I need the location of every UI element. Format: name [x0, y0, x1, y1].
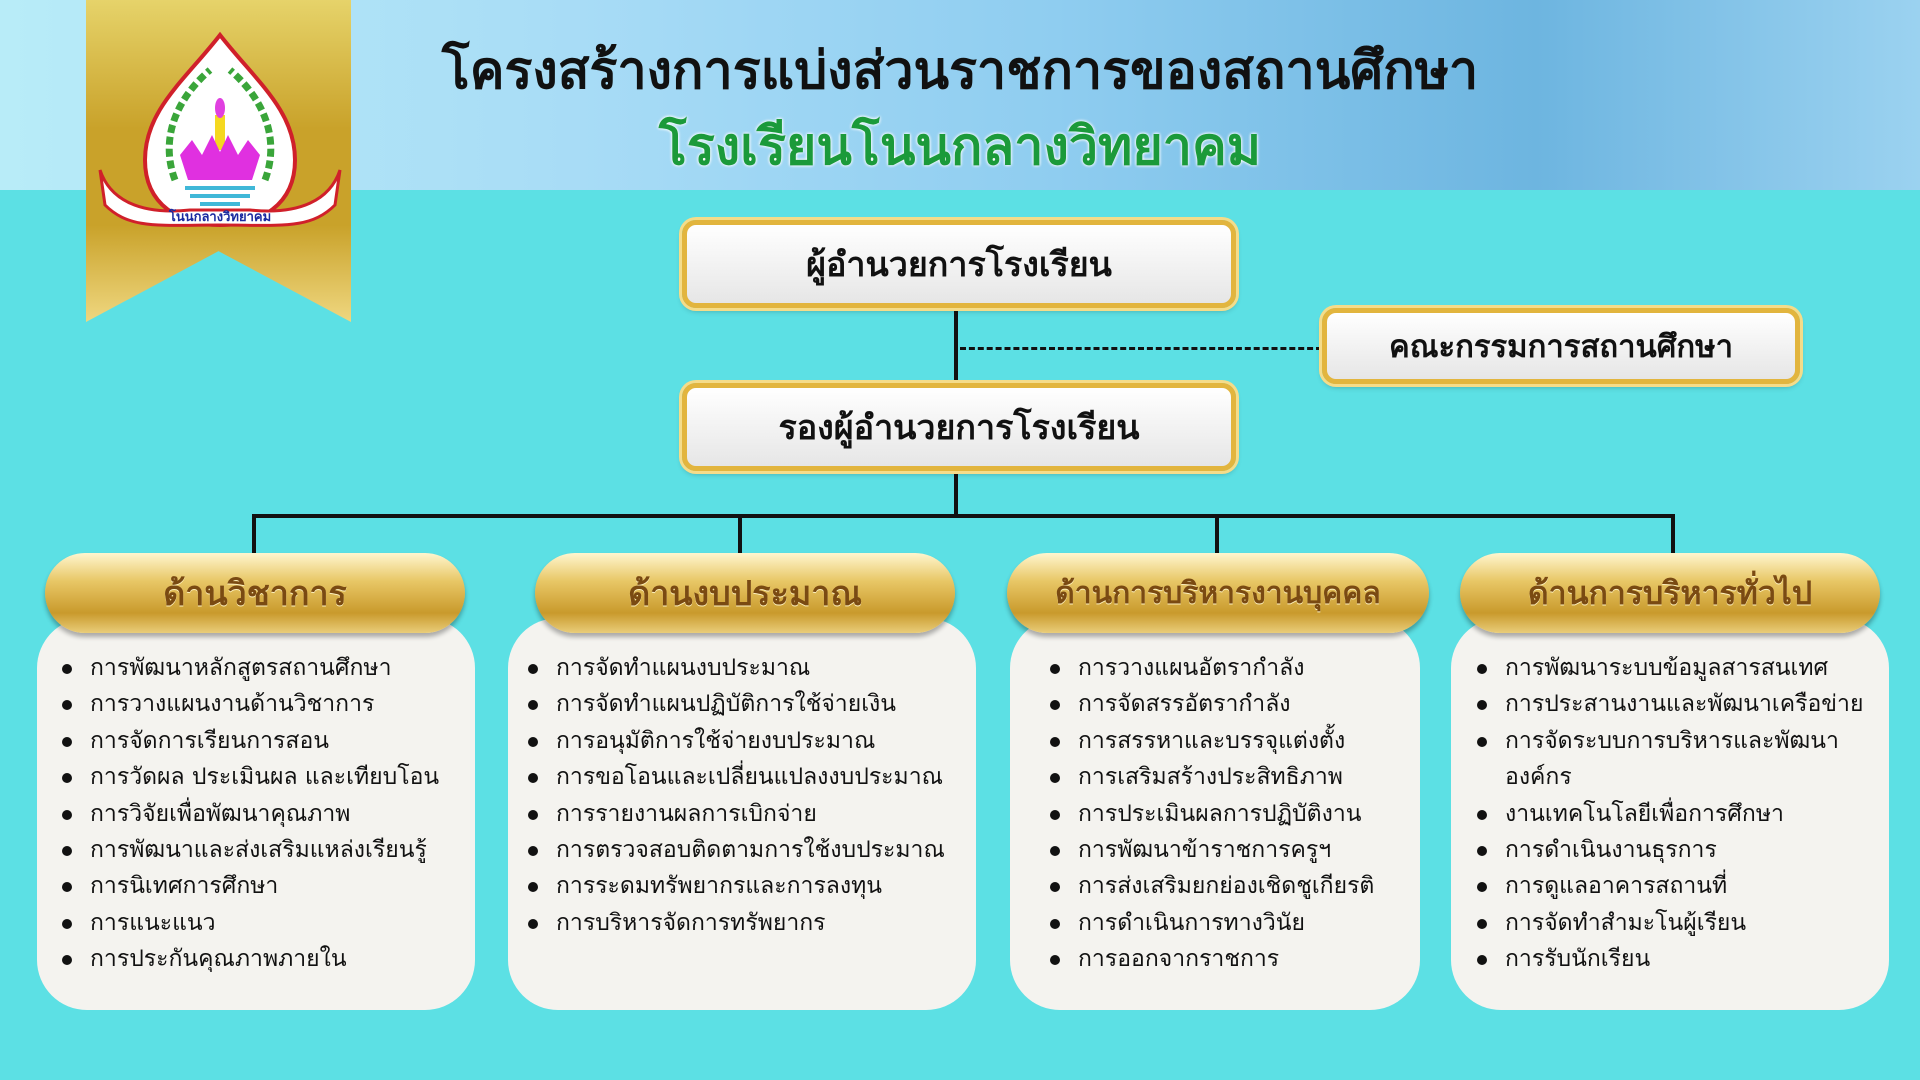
- dept-list-academic: การพัฒนาหลักสูตรสถานศึกษา การวางแผนงานด้…: [62, 650, 472, 978]
- connector-committee: [960, 347, 1322, 350]
- connector-dept-1: [252, 514, 256, 556]
- dept-panel-academic: [37, 618, 475, 1010]
- connector-horizontal: [253, 514, 1675, 518]
- dept-title-text: ด้านวิชาการ: [163, 574, 347, 614]
- list-item: การรายงานผลการเบิกจ่าย: [528, 796, 978, 832]
- list-item: การบริหารจัดการทรัพยากร: [528, 905, 978, 941]
- dept-title-text: ด้านงบประมาณ: [628, 574, 862, 614]
- list-item: การประสานงานและพัฒนาเครือข่าย: [1477, 686, 1887, 722]
- list-item: การตรวจสอบติดตามการใช้งบประมาณ: [528, 832, 978, 868]
- list-item: การวิจัยเพื่อพัฒนาคุณภาพ: [62, 796, 472, 832]
- dept-panel-budget: [508, 618, 976, 1010]
- dept-title-text: ด้านการบริหารงานบุคคล: [1055, 575, 1381, 611]
- connector-dept-2: [738, 514, 742, 556]
- school-name: โรงเรียนโนนกลางวิทยาคม: [658, 117, 1262, 177]
- director-label: ผู้อำนวยการโรงเรียน: [806, 245, 1112, 285]
- list-item: การรับนักเรียน: [1477, 941, 1887, 977]
- list-item: การดำเนินงานธุรการ: [1477, 832, 1887, 868]
- list-item: การส่งเสริมยกย่องเชิดชูเกียรติ: [1050, 868, 1430, 904]
- list-item: การแนะแนว: [62, 905, 472, 941]
- list-item: การพัฒนาข้าราชการครูฯ: [1050, 832, 1430, 868]
- list-item: การพัฒนาหลักสูตรสถานศึกษา: [62, 650, 472, 686]
- committee-box: คณะกรรมการสถานศึกษา: [1322, 308, 1800, 384]
- list-item: การดูแลอาคารสถานที่: [1477, 868, 1887, 904]
- dept-title-personnel: ด้านการบริหารงานบุคคล: [1007, 553, 1429, 633]
- list-item: การระดมทรัพยากรและการลงทุน: [528, 868, 978, 904]
- dept-title-budget: ด้านงบประมาณ: [535, 553, 955, 633]
- connector-dept-4: [1671, 514, 1675, 556]
- list-item: การขอโอนและเปลี่ยนแปลงงบประมาณ: [528, 759, 978, 795]
- list-item: การจัดทำแผนปฏิบัติการใช้จ่ายเงิน: [528, 686, 978, 722]
- dept-title-general: ด้านการบริหารทั่วไป: [1460, 553, 1880, 633]
- list-item: การสรรหาและบรรจุแต่งตั้ง: [1050, 723, 1430, 759]
- school-logo: โนนกลางวิทยาคม: [98, 31, 342, 228]
- list-item: การจัดทำสำมะโนผู้เรียน: [1477, 905, 1887, 941]
- list-item: การนิเทศการศึกษา: [62, 868, 472, 904]
- connector-deputy-trunk: [954, 473, 958, 517]
- dept-list-general: การพัฒนาระบบข้อมูลสารสนเทศ การประสานงานแ…: [1477, 650, 1887, 978]
- list-item: การวัดผล ประเมินผล และเทียบโอน: [62, 759, 472, 795]
- dept-panel-general: [1451, 618, 1889, 1010]
- dept-title-text: ด้านการบริหารทั่วไป: [1527, 573, 1813, 612]
- dept-panel-personnel: [1010, 618, 1420, 1010]
- connector-dept-3: [1215, 514, 1219, 556]
- director-box: ผู้อำนวยการโรงเรียน: [682, 220, 1236, 308]
- connector-director-deputy: [954, 309, 958, 381]
- list-item: การพัฒนาและส่งเสริมแหล่งเรียนรู้: [62, 832, 472, 868]
- dept-list-budget: การจัดทำแผนงบประมาณ การจัดทำแผนปฏิบัติกา…: [528, 650, 978, 941]
- page-title: โครงสร้างการแบ่งส่วนราชการของสถานศึกษา: [441, 41, 1479, 101]
- list-item: การอนุมัติการใช้จ่ายงบประมาณ: [528, 723, 978, 759]
- list-item: การจัดทำแผนงบประมาณ: [528, 650, 978, 686]
- deputy-label: รองผู้อำนวยการโรงเรียน: [778, 408, 1140, 448]
- list-item: งานเทคโนโลยีเพื่อการศึกษา: [1477, 796, 1887, 832]
- list-item: การเสริมสร้างประสิทธิภาพ: [1050, 759, 1430, 795]
- list-item: การจัดระบบการบริหารและพัฒนาองค์กร: [1477, 723, 1887, 796]
- dept-list-personnel: การวางแผนอัตรากำลัง การจัดสรรอัตรากำลัง …: [1050, 650, 1430, 978]
- list-item: การจัดการเรียนการสอน: [62, 723, 472, 759]
- list-item: การประกันคุณภาพภายใน: [62, 941, 472, 977]
- list-item: การออกจากราชการ: [1050, 941, 1430, 977]
- list-item: การดำเนินการทางวินัย: [1050, 905, 1430, 941]
- deputy-box: รองผู้อำนวยการโรงเรียน: [682, 383, 1236, 471]
- committee-label: คณะกรรมการสถานศึกษา: [1388, 329, 1734, 365]
- list-item: การพัฒนาระบบข้อมูลสารสนเทศ: [1477, 650, 1887, 686]
- logo-name: โนนกลางวิทยาคม: [168, 208, 271, 225]
- list-item: การวางแผนอัตรากำลัง: [1050, 650, 1430, 686]
- list-item: การวางแผนงานด้านวิชาการ: [62, 686, 472, 722]
- list-item: การจัดสรรอัตรากำลัง: [1050, 686, 1430, 722]
- dept-title-academic: ด้านวิชาการ: [45, 553, 465, 633]
- list-item: การประเมินผลการปฏิบัติงาน: [1050, 796, 1430, 832]
